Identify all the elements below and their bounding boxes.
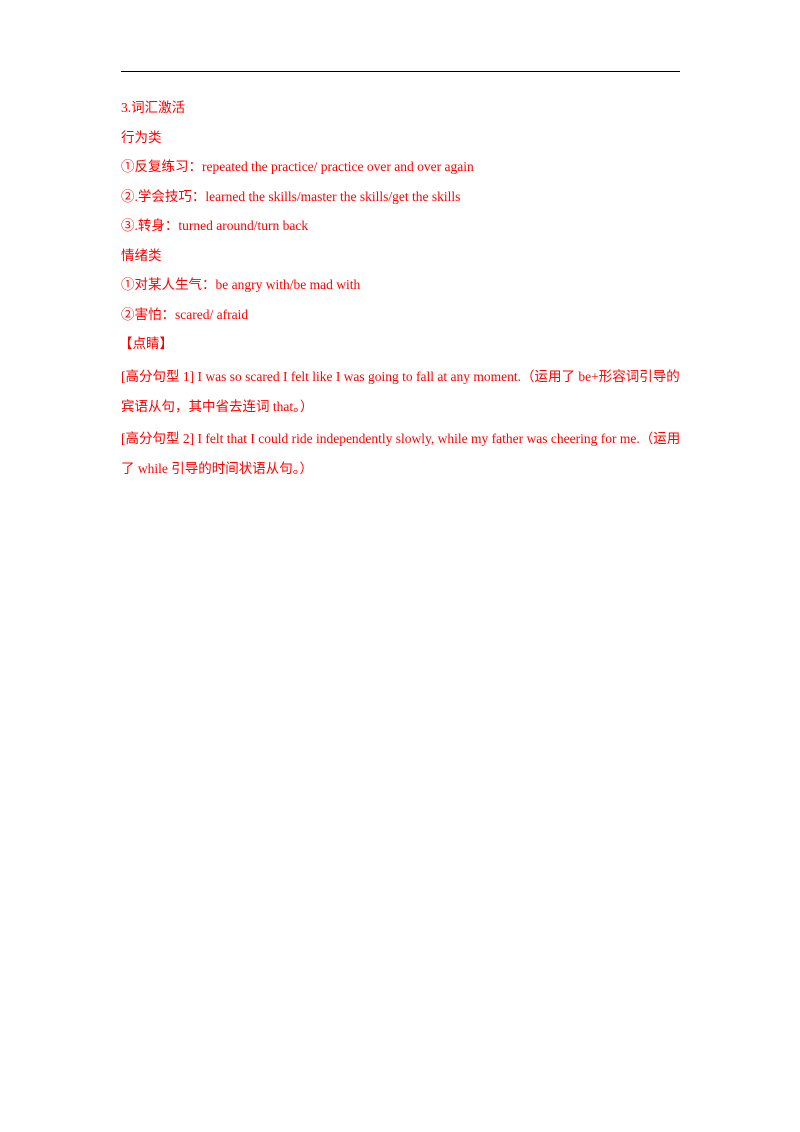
section-title: 3.词汇激活 <box>121 100 186 115</box>
document-body: 3.词汇激活 行为类 ①反复练习：repeated the practice/ … <box>119 96 681 486</box>
category-behavior: 行为类 <box>121 129 162 145</box>
emotion-item: ②害怕：scared/ afraid <box>121 306 249 322</box>
behavior-item: ③.转身：turned around/turn back <box>121 218 309 233</box>
behavior-item: ②.学会技巧：learned the skills/master the ski… <box>121 188 461 204</box>
sentence-pattern-2: [高分句型 2] I felt that I could ride indepe… <box>121 430 681 477</box>
behavior-item: ①反复练习：repeated the practice/ practice ov… <box>121 159 474 174</box>
header-rule <box>121 71 680 72</box>
sentence-pattern-1: [高分句型 1] I was so scared I felt like I w… <box>121 368 680 415</box>
category-emotion: 情绪类 <box>121 247 162 263</box>
highlight-title: 【点睛】 <box>119 336 173 351</box>
emotion-item: ①对某人生气：be angry with/be mad with <box>121 277 361 292</box>
